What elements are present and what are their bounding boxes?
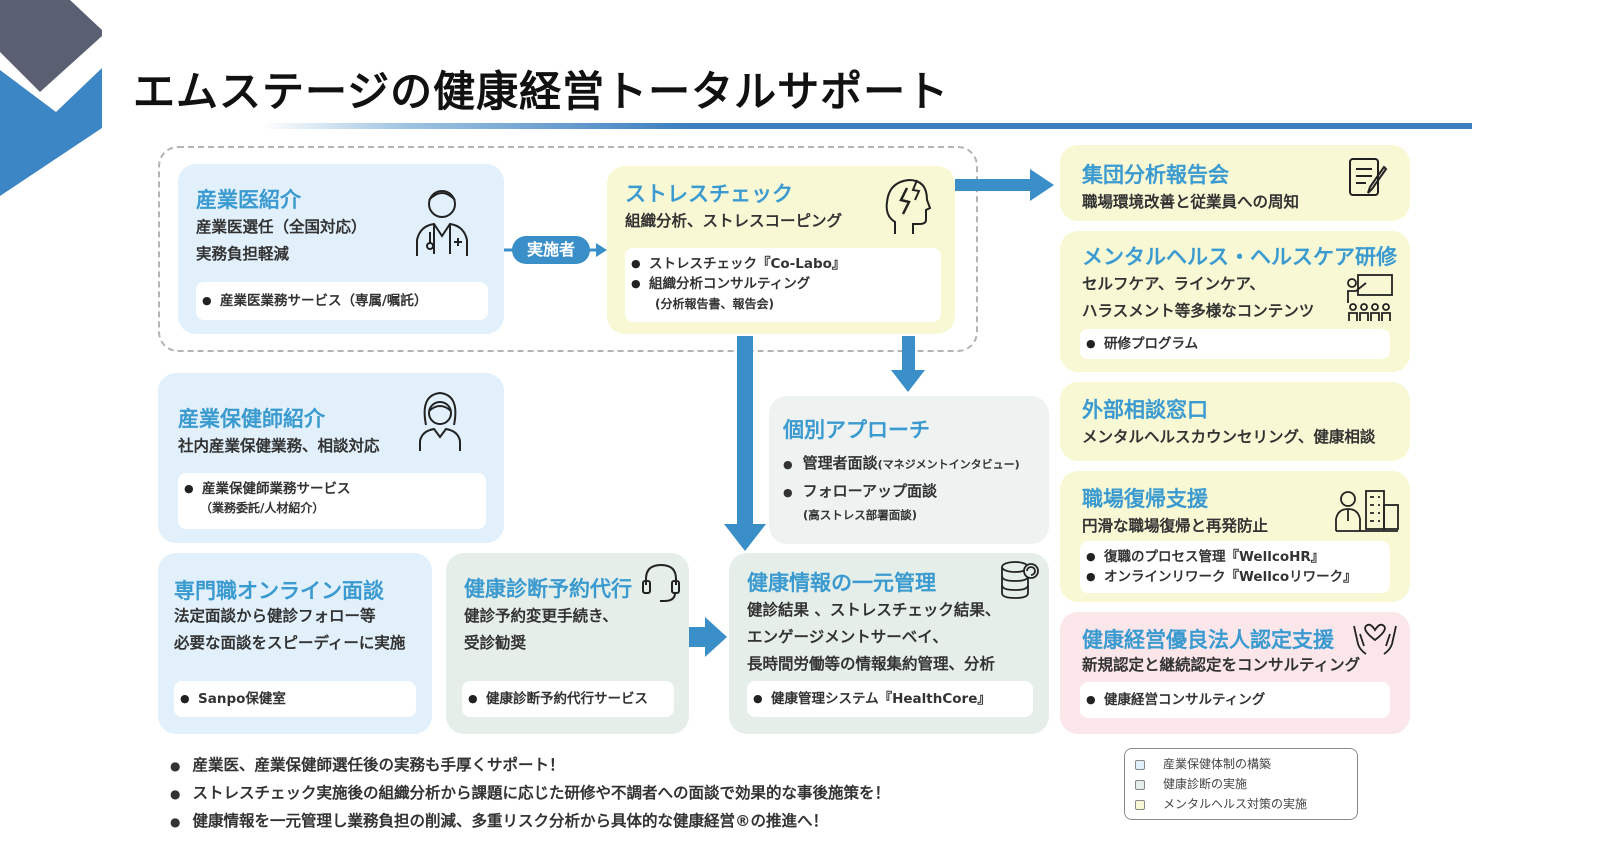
card-line: 社内産業保健業務、相談対応 — [178, 437, 380, 455]
card-inner-list: 復職のプロセス管理『WellcoHR』 オンラインリワーク『Wellcoリワーク… — [1080, 541, 1390, 593]
headset-icon — [640, 561, 682, 603]
card-line: 職場環境改善と従業員への周知 — [1082, 193, 1300, 211]
individual-list: ●管理者面談(マネジメントインタビュー) ●フォローアップ面談 (高ストレス部署… — [783, 454, 1020, 522]
card-line: メンタルヘルスカウンセリング、健康相談 — [1082, 428, 1376, 446]
card-line: 健診結果 、ストレスチェック結果、 — [747, 601, 1001, 619]
list-note: （業務委託/人材紹介） — [200, 501, 325, 515]
title-underline — [262, 123, 1472, 129]
legend-item: メンタルヘルス対策の実施 — [1135, 794, 1347, 814]
legend-swatch — [1135, 759, 1145, 770]
card-inner-list: 産業保健師業務サービス （業務委託/人材紹介） — [178, 473, 486, 529]
card-title: 個別アプローチ — [783, 418, 930, 442]
card-line: エンゲージメントサーベイ、 — [747, 628, 948, 646]
legend-swatch — [1135, 799, 1145, 810]
implementer-label: 実施者 — [512, 236, 590, 264]
list-item: 組織分析コンサルティング — [625, 274, 941, 294]
card-title: 専門職オンライン面談 — [174, 579, 384, 603]
card-line: 受診勧奨 — [464, 634, 527, 652]
card-title: メンタルヘルス・ヘルスケア研修 — [1082, 245, 1397, 269]
list-item: 復職のプロセス管理『WellcoHR』 — [1080, 547, 1390, 567]
card-line: 必要な面談をスピーディーに実施 — [174, 634, 406, 652]
list-item: 産業保健師業務サービス — [178, 479, 486, 499]
summary-point: ストレスチェック実施後の組織分析から課題に応じた研修や不調者への面談で効果的な事… — [170, 780, 890, 808]
return-work-icon — [1334, 489, 1400, 533]
list-item: 健康診断予約代行サービス — [462, 689, 674, 709]
arrow-doctor-to-stress-head — [596, 243, 607, 257]
list-item: 管理者面談 — [802, 454, 878, 472]
card-title: 集団分析報告会 — [1082, 163, 1229, 187]
card-inner-list: 健康管理システム『HealthCore』 — [747, 681, 1033, 717]
list-item: 健康経営コンサルティング — [1080, 690, 1390, 710]
card-title: ストレスチェック — [625, 182, 793, 206]
legend-swatch — [1135, 779, 1145, 790]
list-note: (高ストレス部署面談) — [803, 508, 918, 522]
seminar-icon — [1344, 273, 1394, 323]
card-online-interview: 専門職オンライン面談 法定面談から健診フォロー等 必要な面談をスピーディーに実施… — [158, 553, 432, 734]
card-title: 産業保健師紹介 — [178, 407, 325, 431]
card-occupational-doctor: 産業医紹介 産業医選任（全国対応） 実務負担軽減 産業医業務サービス（専属/嘱託… — [178, 164, 504, 334]
card-group-report: 集団分析報告会 職場環境改善と従業員への周知 — [1060, 145, 1410, 221]
arrow-stress-to-report — [955, 169, 1054, 201]
card-nurse: 産業保健師紹介 社内産業保健業務、相談対応 産業保健師業務サービス （業務委託/… — [158, 373, 504, 543]
card-inner-list: 健康経営コンサルティング — [1080, 682, 1390, 718]
doctor-icon — [412, 184, 472, 258]
card-title: 健康情報の一元管理 — [747, 571, 936, 595]
card-checkup-booking: 健康診断予約代行 健診予約変更手続き、 受診勧奨 健康診断予約代行サービス — [446, 553, 689, 734]
list-item: 研修プログラム — [1080, 334, 1390, 354]
card-mental-training: メンタルヘルス・ヘルスケア研修 セルフケア、ラインケア、 ハラスメント等多様なコ… — [1060, 231, 1410, 372]
card-certification: 健康経営優良法人認定支援 新規認定と継続認定をコンサルティング 健康経営コンサル… — [1060, 612, 1410, 734]
corner-decoration — [0, 0, 102, 196]
card-inner-list: ストレスチェック『Co-Labo』 組織分析コンサルティング (分析報告書、報告… — [625, 248, 941, 322]
card-line: 健診予約変更手続き、 — [464, 607, 618, 625]
card-stress-check: ストレスチェック 組織分析、ストレスコーピング ストレスチェック『Co-Labo… — [607, 166, 955, 334]
list-note: (マネジメントインタビュー) — [877, 458, 1020, 471]
nurse-icon — [416, 389, 464, 453]
card-return-work: 職場復帰支援 円滑な職場復帰と再発防止 復職のプロセス管理『WellcoHR』 … — [1060, 471, 1410, 602]
legend: 産業保健体制の構築 健康診断の実施 メンタルヘルス対策の実施 — [1124, 748, 1358, 820]
report-icon — [1348, 157, 1390, 199]
card-title: 健康経営優良法人認定支援 — [1082, 628, 1334, 652]
legend-item: 産業保健体制の構築 — [1135, 754, 1347, 774]
summary-point: 産業医、産業保健師選任後の実務も手厚くサポート！ — [170, 752, 890, 780]
dashed-group-frame — [158, 146, 978, 352]
card-title: 職場復帰支援 — [1082, 487, 1208, 511]
list-item: 産業医業務サービス（専属/嘱託） — [196, 291, 488, 311]
card-inner-list: 健康診断予約代行サービス — [462, 681, 674, 717]
card-title: 外部相談窓口 — [1082, 398, 1208, 422]
legend-item: 健康診断の実施 — [1135, 774, 1347, 794]
card-external-consult: 外部相談窓口 メンタルヘルスカウンセリング、健康相談 — [1060, 382, 1410, 461]
arrow-stress-to-health-info — [724, 336, 766, 551]
card-inner-list: 研修プログラム — [1080, 329, 1390, 359]
card-inner-list: 産業医業務サービス（専属/嘱託） — [196, 282, 488, 320]
arrow-stress-to-individual — [891, 336, 925, 392]
card-line: セルフケア、ラインケア、 — [1082, 275, 1265, 293]
card-inner-list: Sanpo保健室 — [174, 681, 416, 717]
card-line: 円滑な職場復帰と再発防止 — [1082, 517, 1269, 535]
card-line: 実務負担軽減 — [196, 245, 290, 263]
summary-points: 産業医、産業保健師選任後の実務も手厚くサポート！ ストレスチェック実施後の組織分… — [170, 752, 890, 836]
list-note: (分析報告書、報告会) — [655, 297, 774, 311]
card-title: 産業医紹介 — [196, 188, 301, 212]
card-line: 組織分析、ストレスコーピング — [625, 212, 843, 230]
card-line: 産業医選任（全国対応） — [196, 218, 367, 236]
card-health-info: 健康情報の一元管理 健診結果 、ストレスチェック結果、 エンゲージメントサーベイ… — [729, 553, 1049, 734]
card-title: 健康診断予約代行 — [464, 577, 632, 601]
card-individual: 個別アプローチ ●管理者面談(マネジメントインタビュー) ●フォローアップ面談 … — [769, 396, 1049, 544]
arrow-checkup-to-health-info — [689, 617, 727, 657]
stress-head-icon — [883, 176, 931, 238]
list-item: Sanpo保健室 — [174, 689, 416, 709]
card-line: 長時間労働等の情報集約管理、分析 — [747, 655, 996, 673]
list-item: 健康管理システム『HealthCore』 — [747, 689, 1033, 709]
page-title: エムステージの健康経営トータルサポート — [133, 67, 950, 116]
card-line: 法定面談から健診フォロー等 — [174, 607, 376, 625]
card-line: ハラスメント等多様なコンテンツ — [1082, 302, 1315, 320]
summary-point: 健康情報を一元管理し業務負担の削減、多重リスク分析から具体的な健康経営®の推進へ… — [170, 808, 890, 836]
heart-hands-icon — [1352, 616, 1398, 656]
list-item: ストレスチェック『Co-Labo』 — [625, 254, 941, 274]
card-line: 新規認定と継続認定をコンサルティング — [1082, 656, 1361, 674]
list-item: オンラインリワーク『Wellcoリワーク』 — [1080, 567, 1390, 587]
list-item: フォローアップ面談 — [802, 482, 938, 500]
database-icon — [999, 559, 1041, 601]
